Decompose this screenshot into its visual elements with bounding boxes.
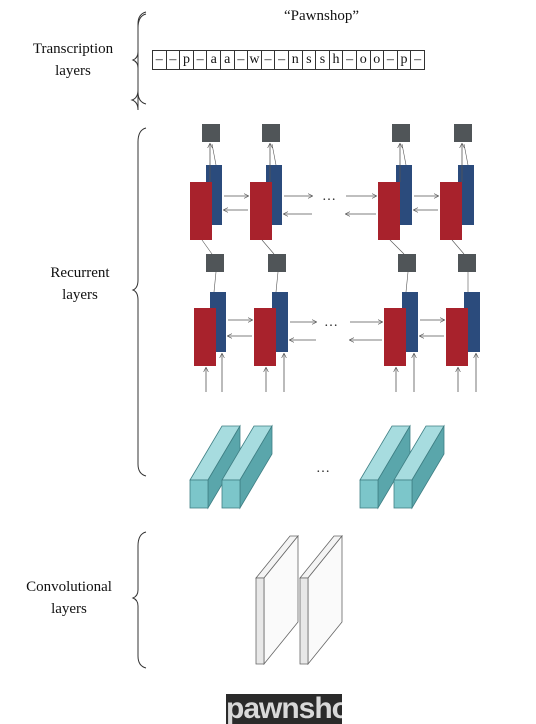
- feature-column: [393, 424, 445, 510]
- forward-cell: [446, 308, 468, 366]
- transcription-layers-label: Transcription layers: [14, 38, 132, 82]
- conv-feature-maps: [255, 534, 343, 666]
- forward-cell: [190, 182, 212, 240]
- recurrent-label-line2: layers: [62, 287, 98, 303]
- feature-column: [359, 424, 411, 510]
- forward-cell: [194, 308, 216, 366]
- lstm-layer-lower: [194, 271, 480, 392]
- sequence-label-cell: –: [260, 50, 276, 70]
- convolutional-layers-label: Convolutional layers: [10, 576, 128, 620]
- recurrent-brace: [131, 127, 147, 477]
- recurrent-label-line1: Recurrent: [50, 265, 110, 281]
- transcription-brace-arc: [131, 13, 147, 105]
- output-nodes-top: [202, 124, 472, 142]
- ellipsis-lower: …: [324, 315, 338, 330]
- output-node: [262, 124, 280, 142]
- forward-cell: [250, 182, 272, 240]
- forward-cell: [440, 182, 462, 240]
- lstm-layer-upper: [190, 144, 474, 240]
- hidden-node: [206, 254, 224, 272]
- convolutional-label-line1: Convolutional: [26, 579, 112, 595]
- feature-sequence: [189, 424, 445, 510]
- hidden-node: [398, 254, 416, 272]
- output-word: “Pawnshop”: [284, 8, 359, 24]
- transcription-label-line1: Transcription: [32, 41, 114, 57]
- forward-cell: [384, 308, 406, 366]
- convolutional-label-line2: layers: [51, 601, 87, 617]
- sequence-label-cell: n: [287, 50, 303, 70]
- output-node: [392, 124, 410, 142]
- convolutional-brace: [131, 531, 147, 669]
- hidden-node: [268, 254, 286, 272]
- recurrent-layers-label: Recurrent layers: [40, 262, 120, 306]
- transcription-label-line2: layers: [55, 63, 91, 79]
- feature-map-front: [299, 577, 309, 665]
- output-node: [202, 124, 220, 142]
- ellipsis-upper: …: [322, 189, 336, 204]
- feature-column: [189, 424, 241, 510]
- feature-map-front: [255, 577, 265, 665]
- output-node: [454, 124, 472, 142]
- forward-cell: [378, 182, 400, 240]
- feature-column: [221, 424, 273, 510]
- ellipsis-feature: …: [316, 461, 330, 476]
- input-word-image: pawnshop: [226, 694, 342, 724]
- transcription-brace: [130, 11, 147, 111]
- sequence-label-cell: –: [165, 50, 181, 70]
- sequence-label-cell: –: [383, 50, 398, 70]
- forward-cell: [254, 308, 276, 366]
- sequence-label-cell: –: [410, 50, 425, 70]
- output-nodes-middle: [201, 239, 476, 272]
- hidden-node: [458, 254, 476, 272]
